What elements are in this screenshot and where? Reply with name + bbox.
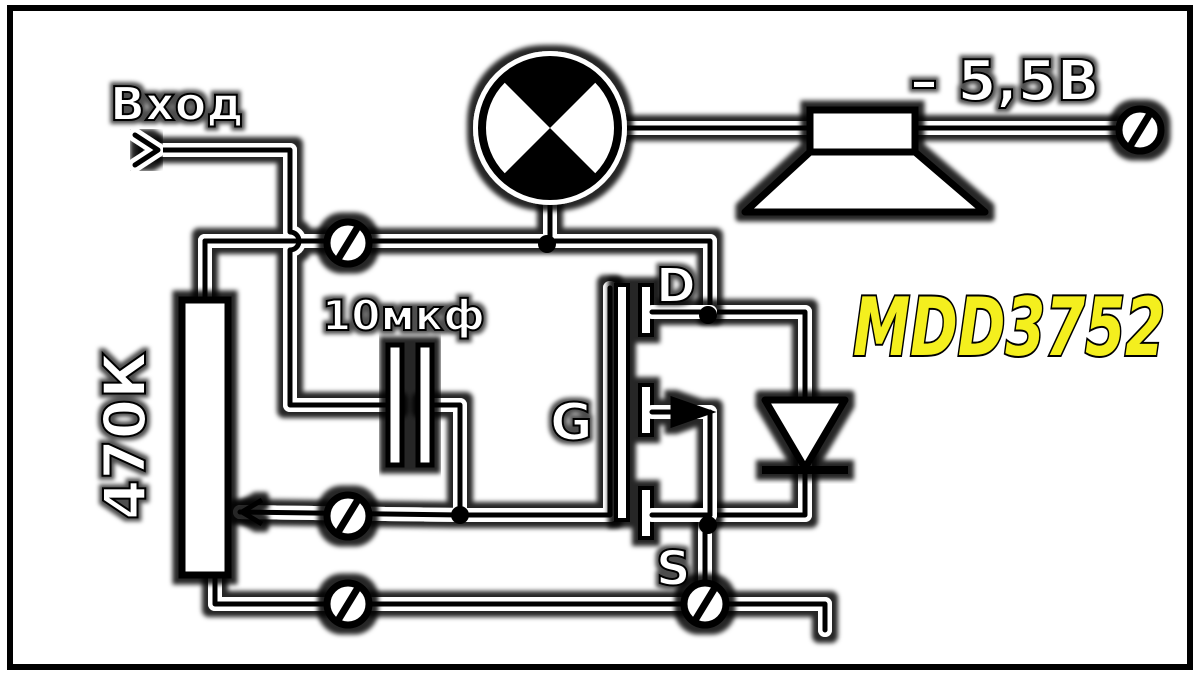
resistor-label: 470К — [91, 352, 159, 520]
speaker-icon — [741, 106, 989, 216]
input-label: Вход — [110, 77, 244, 131]
capacitor-label: 10мкф — [322, 291, 485, 340]
gate-label: G — [550, 393, 593, 453]
terminal-icon — [680, 579, 730, 629]
mosfet-icon — [614, 283, 717, 540]
terminal-icon — [323, 491, 373, 541]
input-arrow-icon — [128, 128, 165, 172]
junction-dot — [699, 516, 717, 534]
terminal-icon — [1115, 105, 1165, 155]
drain-label: D — [656, 258, 696, 314]
voltage-label: – 5,5В — [910, 49, 1099, 114]
source-label: S — [656, 541, 691, 597]
part-number-label: MDD3752 — [853, 281, 1165, 374]
terminal-icon — [323, 218, 373, 268]
junction-dot — [699, 306, 717, 324]
lamp-icon — [473, 51, 627, 205]
potentiometer-icon — [178, 296, 264, 579]
frame — [7, 5, 1193, 670]
junction-dot — [538, 235, 556, 253]
junction-dot — [451, 506, 469, 524]
terminals — [323, 105, 1165, 629]
diode-icon — [761, 396, 849, 474]
junctions — [451, 235, 717, 534]
terminal-icon — [323, 579, 373, 629]
capacitor-icon — [385, 342, 435, 468]
